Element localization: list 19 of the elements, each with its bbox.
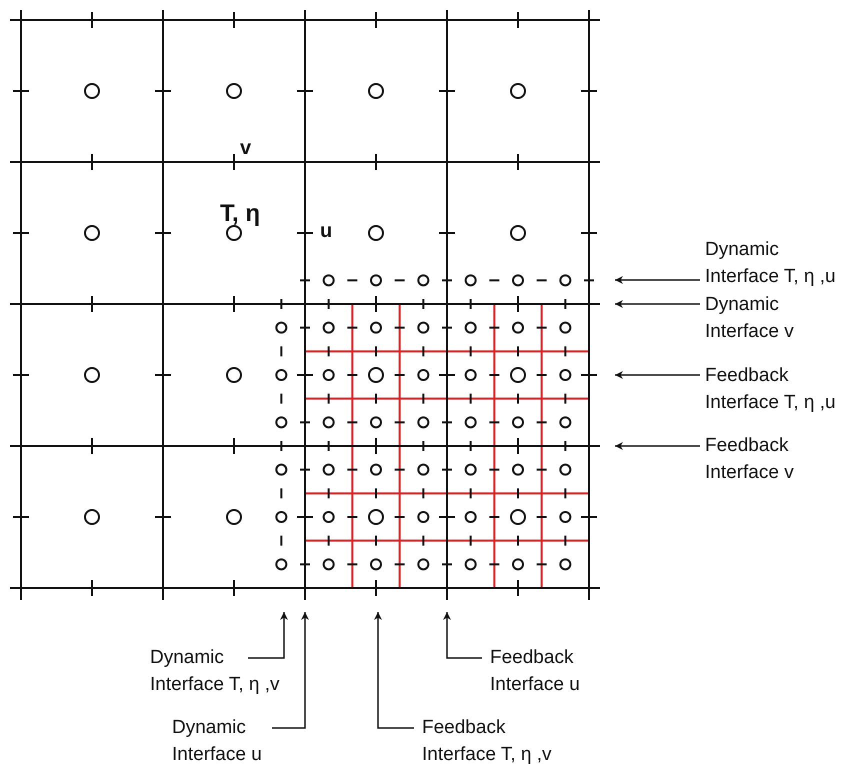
callout-text: Dynamic Interface T, η ,u	[705, 236, 836, 290]
leader-arrow	[272, 612, 309, 729]
callout-text: Feedback Interface T, η ,u	[705, 362, 836, 416]
variable-label: v	[240, 137, 252, 160]
leader-arrow	[615, 442, 700, 450]
callout-text: Feedback Interface v	[705, 432, 794, 486]
callout-text: Dynamic Interface T, η ,v	[150, 644, 280, 698]
leader-arrow	[443, 612, 482, 659]
leader-arrow	[374, 612, 414, 729]
leader-arrow	[615, 371, 700, 379]
callout-text: Feedback Interface T, η ,v	[422, 714, 552, 768]
leader-arrow	[615, 300, 700, 308]
variable-label: u	[320, 220, 332, 243]
callout-text: Feedback Interface u	[490, 644, 580, 698]
leader-arrow	[615, 276, 700, 284]
callout-text: Dynamic Interface v	[705, 291, 794, 345]
callout-text: Dynamic Interface u	[172, 714, 262, 768]
leader-arrow	[248, 612, 288, 659]
variable-label: T, η	[220, 200, 260, 228]
